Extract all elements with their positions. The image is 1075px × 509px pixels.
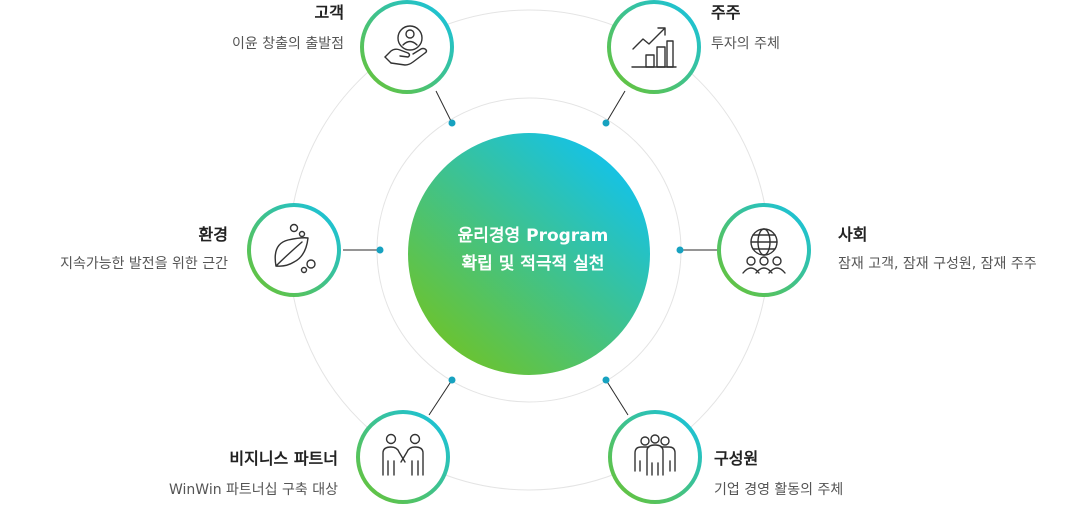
dot-environment	[376, 246, 384, 254]
connector-shareholder	[605, 90, 626, 124]
node-circle-customer	[360, 0, 454, 94]
dot-customer	[448, 119, 456, 127]
customer-desc: 이윤 창출의 출발점	[232, 36, 344, 52]
globe-people-icon	[742, 228, 786, 274]
node-circle-society	[717, 203, 811, 297]
society-desc: 잠재 고객, 잠재 구성원, 잠재 주주	[838, 256, 1037, 272]
employee-title: 구성원	[714, 449, 759, 468]
partner-title: 비지니스 파트너	[229, 449, 338, 468]
center-line-1: 윤리경영 Program	[457, 226, 609, 246]
employee-desc: 기업 경영 활동의 주체	[714, 482, 844, 498]
group-people-icon	[634, 434, 676, 476]
node-circle-shareholder	[607, 0, 701, 94]
connector-dots	[376, 119, 684, 384]
dot-employee	[602, 376, 610, 384]
dot-partner	[448, 376, 456, 384]
center-label: 윤리경영 Program 확립 및 적극적 실천	[413, 222, 653, 278]
node-circle-partner	[356, 410, 450, 504]
partner-desc: WinWin 파트너십 구축 대상	[169, 482, 338, 498]
connector-employee	[605, 379, 629, 416]
center-line-2: 확립 및 적극적 실천	[461, 254, 605, 274]
environment-title: 환경	[198, 225, 228, 244]
shareholder-desc: 투자의 주체	[711, 36, 780, 52]
growth-chart-icon	[631, 27, 677, 68]
customer-title: 고객	[314, 3, 344, 22]
shareholder-title: 주주	[711, 3, 741, 22]
connector-customer	[435, 90, 453, 124]
partners-icon	[382, 433, 424, 476]
dot-shareholder	[602, 119, 610, 127]
node-circles	[247, 0, 811, 504]
center-circle	[408, 133, 650, 375]
dot-society	[676, 246, 684, 254]
connectors	[343, 90, 718, 416]
environment-desc: 지속가능한 발전을 위한 근간	[60, 256, 228, 272]
node-circle-employee	[608, 410, 702, 504]
leaf-icon	[274, 223, 316, 274]
hand-person-icon	[384, 25, 428, 66]
connector-partner	[428, 379, 453, 416]
society-title: 사회	[838, 225, 868, 244]
